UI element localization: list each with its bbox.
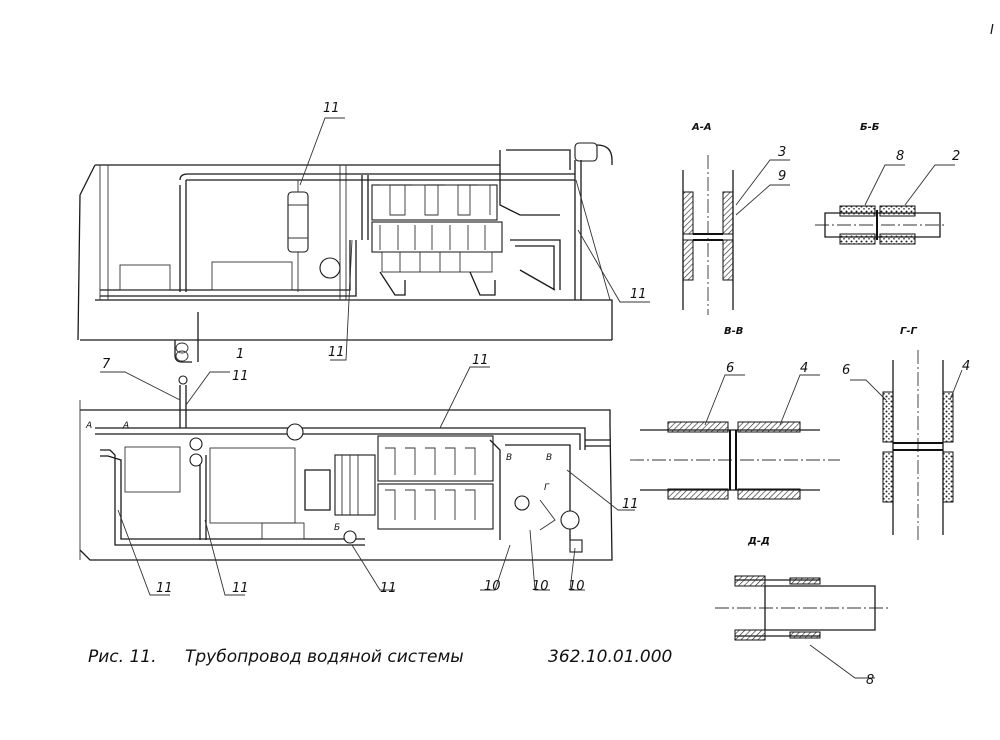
callout-6: 6: [842, 363, 850, 378]
callout-6: 6: [726, 361, 734, 376]
figure-number: Рис. 11.: [88, 647, 157, 667]
engine-block: [371, 184, 503, 296]
callout-11: 11: [328, 345, 345, 360]
callout-10: 10: [568, 579, 585, 594]
plan-view: [79, 375, 613, 561]
callout-8: 8: [896, 149, 904, 164]
callout-11: 11: [472, 353, 489, 368]
callout-7: 7: [102, 357, 111, 372]
expansion-tank: [287, 191, 309, 253]
callout-2: 2: [952, 149, 960, 164]
marker: В: [546, 453, 552, 463]
callout-11: 11: [232, 369, 249, 384]
drawing-code: 362.10.01.000: [548, 647, 672, 667]
callout-4: 4: [800, 361, 808, 376]
corner-mark: I: [990, 23, 994, 38]
section-title: А-А: [691, 122, 712, 133]
section-aa: А-А 3 9: [682, 122, 790, 315]
callout-11: 11: [232, 581, 249, 596]
callout-10: 10: [484, 579, 501, 594]
elevation-view: [77, 142, 613, 363]
callout-10: 10: [532, 579, 549, 594]
marker: A: [85, 421, 92, 431]
section-title: Д-Д: [747, 536, 770, 547]
section-vv: В-В 6 4: [630, 326, 840, 500]
callout-4: 4: [962, 359, 970, 374]
callout-11: 11: [622, 497, 639, 512]
callout-9: 9: [778, 169, 786, 184]
figure-title: Трубопровод водяной системы: [185, 647, 464, 667]
section-bb: Б-Б 8 2: [815, 122, 960, 245]
callout-3: 3: [778, 145, 786, 160]
callout-11: 11: [630, 287, 647, 302]
callout-1: 1: [236, 347, 244, 362]
callout-11: 11: [323, 101, 340, 116]
section-title: В-В: [724, 326, 743, 337]
section-title: Б-Б: [860, 122, 880, 133]
marker: Г: [544, 483, 550, 493]
callout-11: 11: [380, 581, 397, 596]
marker: Б: [334, 523, 340, 533]
figure-caption: Рис. 11. Трубопровод водяной системы 362…: [88, 647, 672, 667]
marker: В: [506, 453, 512, 463]
section-gg: Г-Г 6 4: [842, 326, 970, 540]
engine-plan: [377, 435, 494, 530]
marker: A: [122, 421, 129, 431]
section-dd: Д-Д 8: [715, 536, 890, 688]
callout-11: 11: [156, 581, 173, 596]
callout-8: 8: [866, 673, 874, 688]
section-title: Г-Г: [900, 326, 918, 337]
